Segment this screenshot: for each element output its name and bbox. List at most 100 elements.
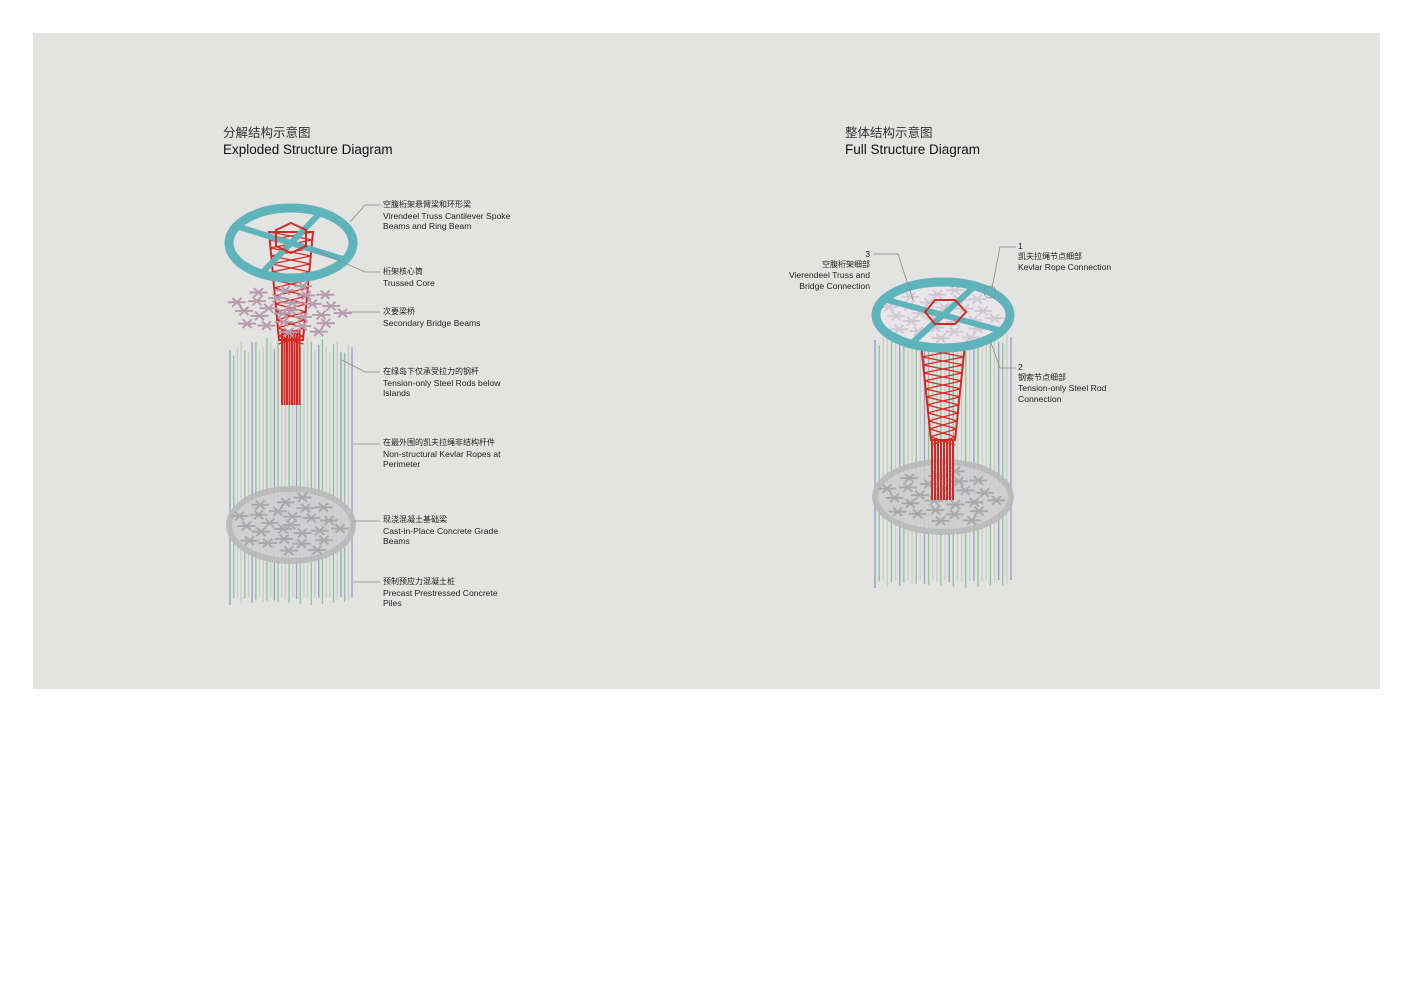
grade-beam-lattice [892,506,899,513]
bridge-beam [953,331,960,337]
label-text: Tension-only Steel Rod [1018,383,1107,393]
bridge-beam [913,326,920,332]
grade-beam-lattice [248,540,255,546]
bridge-beam [977,327,983,334]
grade-beam-lattice [318,525,325,532]
label-text: 钢索节点细部 [1018,372,1066,382]
core-brace [928,420,958,430]
core-brace [928,412,958,422]
grade-beam-lattice [301,528,308,534]
grade-beam-lattice [339,527,346,534]
grade-beam-lattice [288,545,294,552]
grade-beam-lattice [953,509,960,516]
full-title-en: Full Structure Diagram [845,142,981,157]
bridge-beam [325,301,332,307]
bridge-beam [256,296,263,302]
bridge-beam [284,285,291,292]
core-brace [930,436,956,446]
grade-beam-lattice [244,535,251,542]
bridge-beam [246,322,253,329]
bridge-beam [320,309,327,316]
core-brace [271,263,311,273]
label-text: Connection [1018,393,1062,404]
core-brace [276,319,306,329]
label-text: Kevlar Rope Connection [1018,262,1112,272]
grade-beam-lattice [259,499,266,506]
bridge-beam [949,326,955,333]
core-brace [925,388,961,398]
label-text: Perimeter [383,459,421,469]
bridge-beam [302,281,309,287]
grade-beam-lattice [919,490,926,496]
bridge-beam [280,285,287,292]
grade-beam-lattice [288,549,294,556]
grade-beam-lattice [300,503,307,509]
grade-beam-lattice [301,532,308,539]
grade-beam-lattice [979,487,986,494]
grade-beam-lattice [318,529,325,536]
leader-line [341,359,380,373]
grade-beam-lattice [269,522,275,528]
grade-beam-lattice [300,542,307,549]
label-text: Virendeel Truss Cantilever Spoke [383,210,511,221]
bridge-beam [287,331,294,338]
grade-beam-lattice [909,502,916,509]
leader-line [989,339,1016,369]
bridge-beam [265,320,272,327]
grade-beam-lattice [301,492,308,499]
bridge-beam [265,324,272,331]
bridge-beam [316,309,322,316]
bridge-beam [290,309,297,316]
grade-beam-lattice [323,535,330,541]
bridge-beam [909,291,916,298]
bridge-beam [932,289,939,296]
bridge-beam [246,318,253,325]
bridge-beam [301,290,307,297]
grade-beam-lattice [318,535,325,541]
bridge-beam [302,316,309,323]
bridge-beam [972,294,978,300]
grade-beam-lattice [970,519,977,526]
bridge-beam [341,308,348,314]
spoke-beam [235,223,292,246]
grade-beam-lattice [983,492,990,498]
bridge-beam [935,326,941,333]
label-text: 在绿岛下仅承受拉力的钢杆 [383,367,479,376]
bridge-beam [311,298,318,305]
bridge-beam [276,297,283,304]
grade-beam-lattice [306,512,313,519]
detail-circle-1 [983,285,997,299]
bridge-beam [258,315,265,321]
label-text: Cast-in-Place Concrete Grade [383,525,499,536]
grade-beam-lattice [234,510,241,517]
grade-beam-lattice [953,513,960,520]
label-text: 凯夫拉绳节点细部 [1018,251,1082,261]
label-text: 现浇混凝土基础梁 [383,515,447,524]
label-text: 预制预应力混凝土桩 [383,577,455,586]
bridge-beam [965,332,972,339]
bridge-beam [238,305,245,312]
grade-beam-lattice [908,473,915,479]
grade-beam-lattice [267,542,273,549]
grade-beam-lattice [297,528,304,534]
label-text: 3 [865,249,870,259]
bridge-beam [989,313,996,319]
grade-beam-lattice [954,499,961,506]
label-text: Islands [383,388,411,398]
bridge-beam [320,318,327,324]
grade-beam-lattice [282,523,289,530]
grade-beam-lattice [886,483,893,490]
label-text: Non-structural Kevlar Ropes at [383,448,501,459]
bridge-beam [257,291,264,298]
grade-beam-lattice [939,520,946,526]
bridge-beam [976,298,983,305]
label-text: Bridge Connection [799,280,870,291]
grade-beam-lattice [919,494,926,501]
bridge-beam [935,333,942,339]
grade-beam-lattice [914,490,921,496]
label-text: 次要梁桥 [383,307,415,316]
grade-beam-lattice [296,538,303,545]
